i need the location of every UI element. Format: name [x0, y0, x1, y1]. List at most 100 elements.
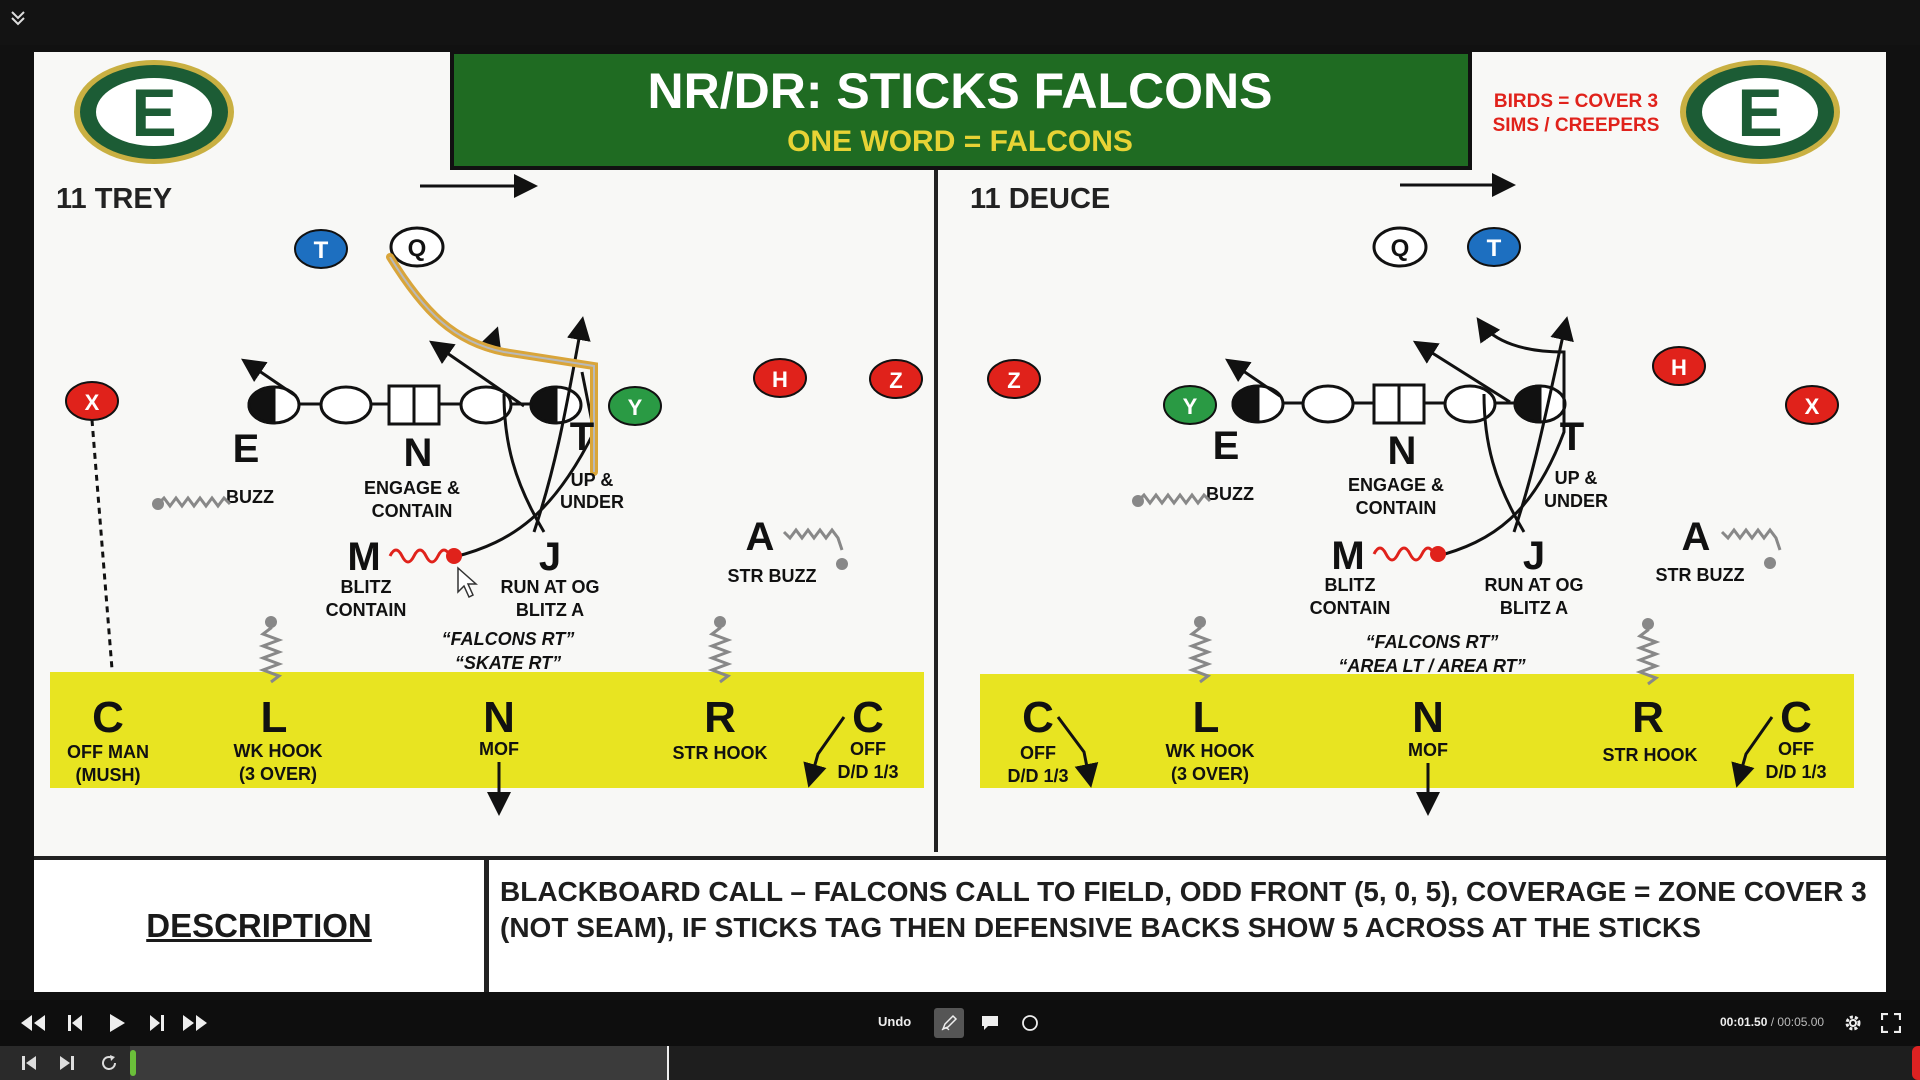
svg-text:T: T — [314, 237, 329, 264]
defender-note: RUN AT OG — [501, 577, 600, 597]
zigzag-rush — [1720, 527, 1782, 551]
defender-e: E — [1213, 424, 1240, 468]
step-forward-button[interactable] — [142, 1008, 172, 1038]
coverage-zone — [980, 674, 1854, 788]
secondary-note: (MUSH) — [76, 765, 141, 785]
skip-start-button[interactable] — [14, 1048, 44, 1078]
skip-end-button[interactable] — [52, 1048, 82, 1078]
drop-arrow — [1056, 716, 1099, 788]
defender-m: M — [1331, 534, 1364, 578]
defender-note: CONTAIN — [1356, 498, 1437, 518]
defender-m: M — [347, 535, 380, 579]
circle-icon — [1022, 1015, 1038, 1031]
out-marker[interactable] — [1912, 1046, 1920, 1080]
logo-letter: E — [1737, 75, 1782, 151]
circle-tool-button[interactable] — [1015, 1008, 1045, 1038]
play-button[interactable] — [102, 1008, 132, 1038]
defender-note: STR BUZZ — [728, 566, 817, 586]
description-row: DESCRIPTION BLACKBOARD CALL – FALCONS CA… — [34, 856, 1886, 992]
secondary-r: R — [704, 693, 736, 742]
drop-arrow — [803, 716, 846, 788]
loop-button[interactable] — [94, 1048, 124, 1078]
player-q: Q — [1372, 226, 1428, 268]
skip-end-icon — [60, 1056, 74, 1070]
play-icon — [110, 1014, 125, 1032]
call-label: “FALCONS RT” — [1366, 632, 1499, 652]
rush-dot — [152, 498, 164, 510]
defender-n: N — [404, 431, 433, 475]
time-separator: / — [1767, 1015, 1778, 1029]
step-back-icon — [68, 1015, 82, 1031]
svg-text:X: X — [85, 390, 100, 415]
svg-text:X: X — [1805, 394, 1820, 419]
player-z: Z — [869, 359, 923, 399]
secondary-note: WK HOOK — [1166, 741, 1255, 761]
svg-text:Z: Z — [889, 368, 902, 393]
hook-dot — [1194, 616, 1206, 628]
title-banner — [450, 52, 1472, 170]
hook-dot — [714, 616, 726, 628]
svg-text:Y: Y — [1183, 394, 1198, 419]
defender-e: E — [233, 427, 260, 471]
comment-icon — [982, 1016, 998, 1030]
description-label: DESCRIPTION — [146, 907, 372, 944]
fast-forward-button[interactable] — [180, 1008, 210, 1038]
formation-label: 11 TREY — [56, 183, 172, 215]
page-title: NR/DR: STICKS FALCONS — [648, 63, 1273, 119]
secondary-c: C — [92, 693, 124, 742]
logo-right: E — [1680, 60, 1840, 164]
hook-drop — [1635, 624, 1661, 686]
route-lines — [90, 316, 596, 670]
player-y: Y — [1163, 385, 1217, 425]
defender-note: BUZZ — [1206, 484, 1254, 504]
playhead[interactable] — [667, 1046, 669, 1080]
pen-tool-button[interactable] — [934, 1008, 964, 1038]
comment-button[interactable] — [975, 1008, 1005, 1038]
defender-note: UNDER — [1544, 491, 1608, 511]
description-divider — [484, 860, 489, 992]
fast-forward-icon — [183, 1015, 207, 1031]
defender-note: BUZZ — [226, 487, 274, 507]
collapse-icon[interactable] — [6, 6, 30, 30]
rush-dot — [1764, 557, 1776, 569]
secondary-note: STR HOOK — [1602, 745, 1697, 765]
defender-note: CONTAIN — [326, 600, 407, 620]
player-y: Y — [608, 386, 662, 426]
page-subtitle: ONE WORD = FALCONS — [787, 125, 1133, 158]
zigzag-rush — [156, 495, 232, 509]
undo-button[interactable]: Undo — [878, 1014, 912, 1029]
rewind-button[interactable] — [18, 1008, 48, 1038]
secondary-c: C — [852, 693, 884, 742]
drawn-route — [389, 256, 595, 472]
svg-text:T: T — [1487, 235, 1502, 262]
fullscreen-button[interactable] — [1876, 1008, 1906, 1038]
player-t: T — [1467, 227, 1521, 267]
loop-icon — [102, 1055, 116, 1070]
duration: 00:05.00 — [1777, 1015, 1825, 1029]
secondary-note: OFF MAN — [67, 742, 149, 762]
settings-button[interactable] — [1838, 1008, 1868, 1038]
secondary-note: D/D 1/3 — [1765, 762, 1826, 782]
step-back-button[interactable] — [60, 1008, 90, 1038]
in-marker[interactable] — [130, 1050, 136, 1076]
call-label: “SKATE RT” — [455, 653, 561, 673]
defender-note: ENGAGE & — [364, 478, 460, 498]
hook-dot — [265, 616, 277, 628]
timecode: 00:01.50 / 00:05.00 — [1720, 1015, 1824, 1029]
step-forward-icon — [150, 1015, 164, 1031]
hook-drop — [707, 622, 733, 684]
mouse-cursor-icon — [457, 566, 478, 599]
fullscreen-icon — [1881, 1013, 1901, 1033]
defender-note: ENGAGE & — [1348, 475, 1444, 495]
logo-letter: E — [131, 75, 176, 151]
rush-dot — [836, 558, 848, 570]
defender-a: A — [746, 515, 775, 559]
offensive-line — [247, 384, 583, 426]
zigzag-rush — [1136, 492, 1212, 506]
defender-note: UP & — [571, 470, 614, 490]
defender-note: STR BUZZ — [1656, 565, 1745, 585]
coverage-note: BIRDS = COVER 3 — [1494, 91, 1658, 112]
secondary-n: N — [1412, 693, 1444, 742]
blitz-dot — [446, 548, 462, 564]
timeline-progress — [130, 1046, 667, 1080]
